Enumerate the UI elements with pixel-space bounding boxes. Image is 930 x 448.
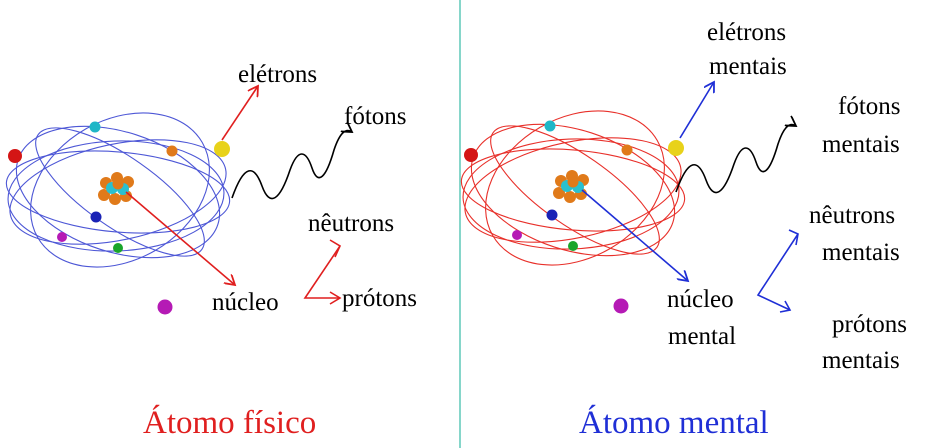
mental-electrons-arrow [679, 82, 714, 139]
electron-yellow [214, 141, 230, 157]
electron-orange [166, 145, 178, 157]
nucleus-cluster [98, 172, 134, 205]
mental-electron-orange [621, 144, 633, 156]
mental-electron-green [568, 241, 578, 251]
neutrons-protons-arrow [303, 245, 341, 299]
label-mental-electrons-2: mentais [709, 53, 787, 80]
mental-photon-wave-icon [675, 125, 796, 194]
mental-electron-red [464, 148, 478, 162]
label-mental-nucleus-2: mental [668, 323, 737, 350]
label-mental-photons-2: mentais [822, 131, 900, 158]
atom-illustration-icon [5, 112, 231, 315]
electron-red [8, 149, 22, 163]
label-mental-nucleus-1: núcleo [667, 286, 734, 313]
mental-neutrons-protons-arrow [756, 233, 799, 311]
electron-green [113, 243, 123, 253]
mental-nucleus-cluster [553, 170, 589, 203]
label-nucleus: núcleo [212, 289, 279, 316]
electron-magenta [157, 299, 173, 315]
electron-cyan [89, 121, 101, 133]
electron-blue [90, 211, 102, 223]
electron-violet [57, 232, 67, 242]
label-mental-protons-2: mentais [822, 347, 900, 374]
physical-atom-title: Átomo físico [143, 405, 317, 441]
label-mental-neutrons-1: nêutrons [809, 202, 896, 229]
mental-electron-yellow [668, 140, 684, 156]
label-photons: fótons [344, 103, 407, 130]
mental-atom-illustration-icon [460, 110, 686, 314]
label-neutrons: nêutrons [308, 210, 395, 237]
mental-electron-cyan [544, 120, 556, 132]
label-electrons: elétrons [238, 61, 318, 88]
label-mental-electrons-1: elétrons [707, 19, 787, 46]
label-mental-photons-1: fótons [838, 93, 901, 120]
label-protons: prótons [342, 285, 417, 312]
electrons-arrow [221, 86, 258, 141]
mental-electron-blue [546, 209, 558, 221]
photon-wave-icon [231, 131, 352, 200]
label-mental-protons-1: prótons [832, 311, 907, 338]
nucleus-arrow [125, 191, 235, 285]
mental-atom-title: Átomo mental [579, 405, 769, 441]
mental-electron-violet [512, 230, 522, 240]
label-mental-neutrons-2: mentais [822, 239, 900, 266]
mental-nucleus-arrow [581, 189, 688, 281]
mental-electron-magenta [613, 298, 629, 314]
